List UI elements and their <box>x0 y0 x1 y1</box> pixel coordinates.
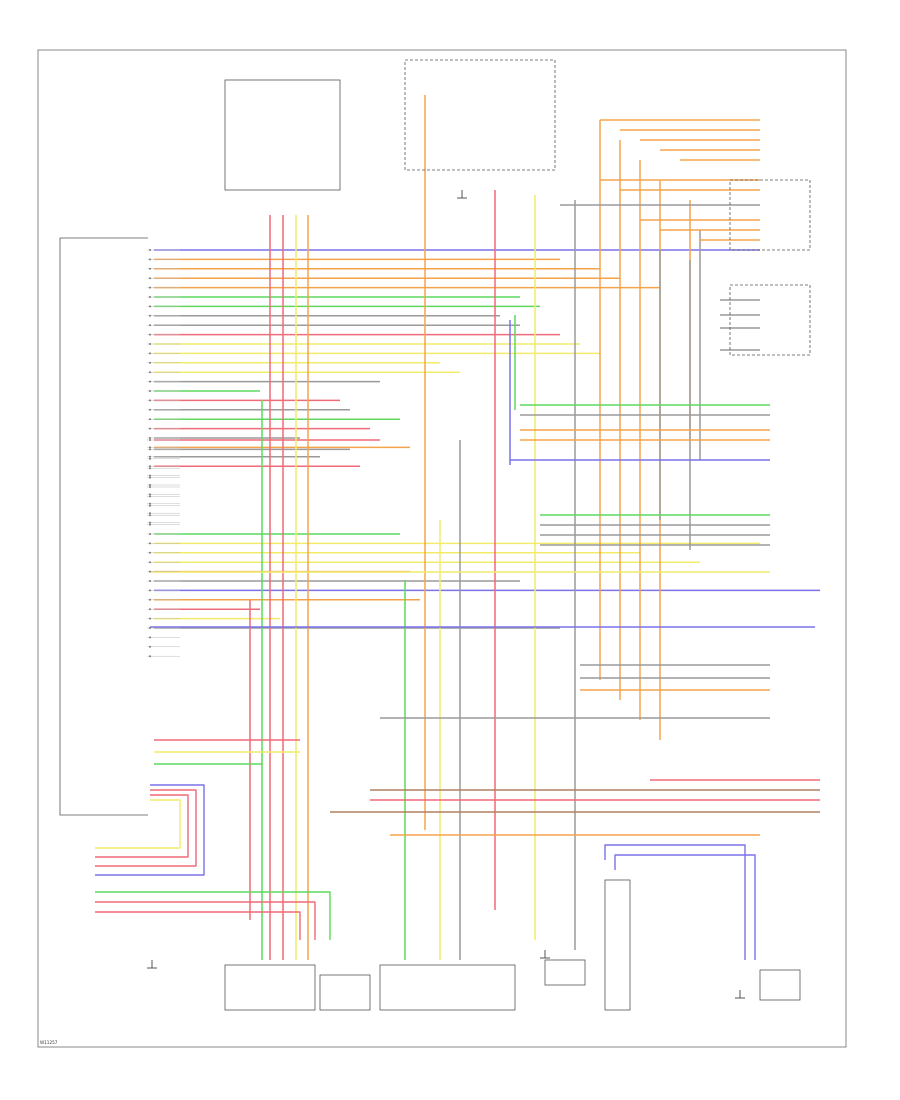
bottom-module-box-3 <box>379 964 516 1011</box>
connector-pin-dot <box>149 467 151 470</box>
connector-pin-dot <box>149 427 151 430</box>
connector-pin-dot <box>149 296 151 298</box>
connector-pin-dot <box>149 439 151 441</box>
connector-pin-dot <box>149 249 151 251</box>
connector-pin-dot <box>149 533 151 535</box>
connector-pin-dot <box>149 627 151 629</box>
connector-pin-dot <box>149 617 151 620</box>
right-component-box-2 <box>729 284 811 356</box>
connector-pin-dot <box>149 486 151 488</box>
connector-pin-dot <box>149 598 151 601</box>
harness-wire-lower <box>95 891 331 940</box>
left-module-outline <box>59 237 148 816</box>
connector-pin-dot <box>149 504 151 507</box>
connector-pin-dot <box>149 267 151 270</box>
connector-pin-dot <box>149 502 151 505</box>
connector-pin-dot <box>149 495 151 498</box>
connector-pin-dot <box>149 371 151 374</box>
connector-pin-dot <box>149 455 151 458</box>
connector-pin-dot <box>149 258 151 261</box>
connector-pin-dot <box>149 514 151 517</box>
connector-pin-dot <box>149 361 151 364</box>
connector-pin-dot <box>149 333 151 336</box>
connector-pin-dot <box>149 580 151 582</box>
connector-pin-dot <box>149 636 151 639</box>
diagram-code: W11257 <box>40 1040 58 1045</box>
bottom-module-box-2 <box>319 974 371 1011</box>
bottom-sensor-box <box>544 959 586 986</box>
harness-wire-lower <box>95 789 197 867</box>
connector-pin-dot <box>149 286 151 289</box>
connector-pin-layer <box>147 249 180 658</box>
connector-pin-dot <box>149 523 151 526</box>
connector-pin-dot <box>149 512 151 515</box>
connector-pin-dot <box>149 561 151 564</box>
connector-pin-dot <box>149 277 151 280</box>
connector-pin-dot <box>149 418 151 421</box>
connector-pin-dot <box>149 305 151 308</box>
harness-wire-lower <box>95 794 189 858</box>
connector-pin-dot <box>149 448 151 451</box>
connector-pin-dot <box>149 314 151 317</box>
connector-pin-dot <box>149 655 151 658</box>
connector-pin-dot <box>149 521 151 524</box>
connector-pin-dot <box>149 474 151 477</box>
harness-wire-lower <box>95 784 205 876</box>
connector-pin-dot <box>149 570 151 573</box>
connector-pin-dot <box>149 465 151 468</box>
connector-pin-dot <box>149 476 151 479</box>
diagram-frame <box>37 49 847 1048</box>
connector-pin-dot <box>149 380 151 383</box>
right-ground-box <box>759 969 801 1001</box>
right-component-box-1 <box>729 179 811 251</box>
connector-pin-dot <box>149 457 151 460</box>
harness-wire-lower <box>95 799 181 849</box>
connector-pin-dot <box>149 551 151 554</box>
connector-pin-dot <box>149 437 151 439</box>
connector-pin-dot <box>149 399 151 402</box>
top-switch-box <box>404 59 556 171</box>
connector-pin-dot <box>149 343 151 345</box>
connector-pin-dot <box>149 608 151 611</box>
connector-pin-dot <box>149 352 151 355</box>
connector-pin-dot <box>149 542 151 545</box>
harness-wire-switch <box>604 844 746 960</box>
connector-pin-dot <box>149 446 151 449</box>
connector-pin-dot <box>149 493 151 496</box>
bottom-module-box-1 <box>224 964 316 1011</box>
connector-pin-dot <box>149 324 151 327</box>
connector-pin-dot <box>149 390 151 392</box>
top-relay-box <box>224 79 341 191</box>
bottom-switch-box <box>604 879 631 1011</box>
component-layer <box>59 59 811 1011</box>
connector-pin-dot <box>149 589 151 592</box>
connector-pin-dot <box>149 645 151 648</box>
connector-pin-dot <box>149 484 151 486</box>
harness-wire-lower <box>95 901 316 940</box>
wire-layer <box>95 95 820 960</box>
harness-wire-lower <box>95 911 301 940</box>
connector-pin-dot <box>149 408 151 411</box>
harness-wire-switch <box>614 854 756 960</box>
